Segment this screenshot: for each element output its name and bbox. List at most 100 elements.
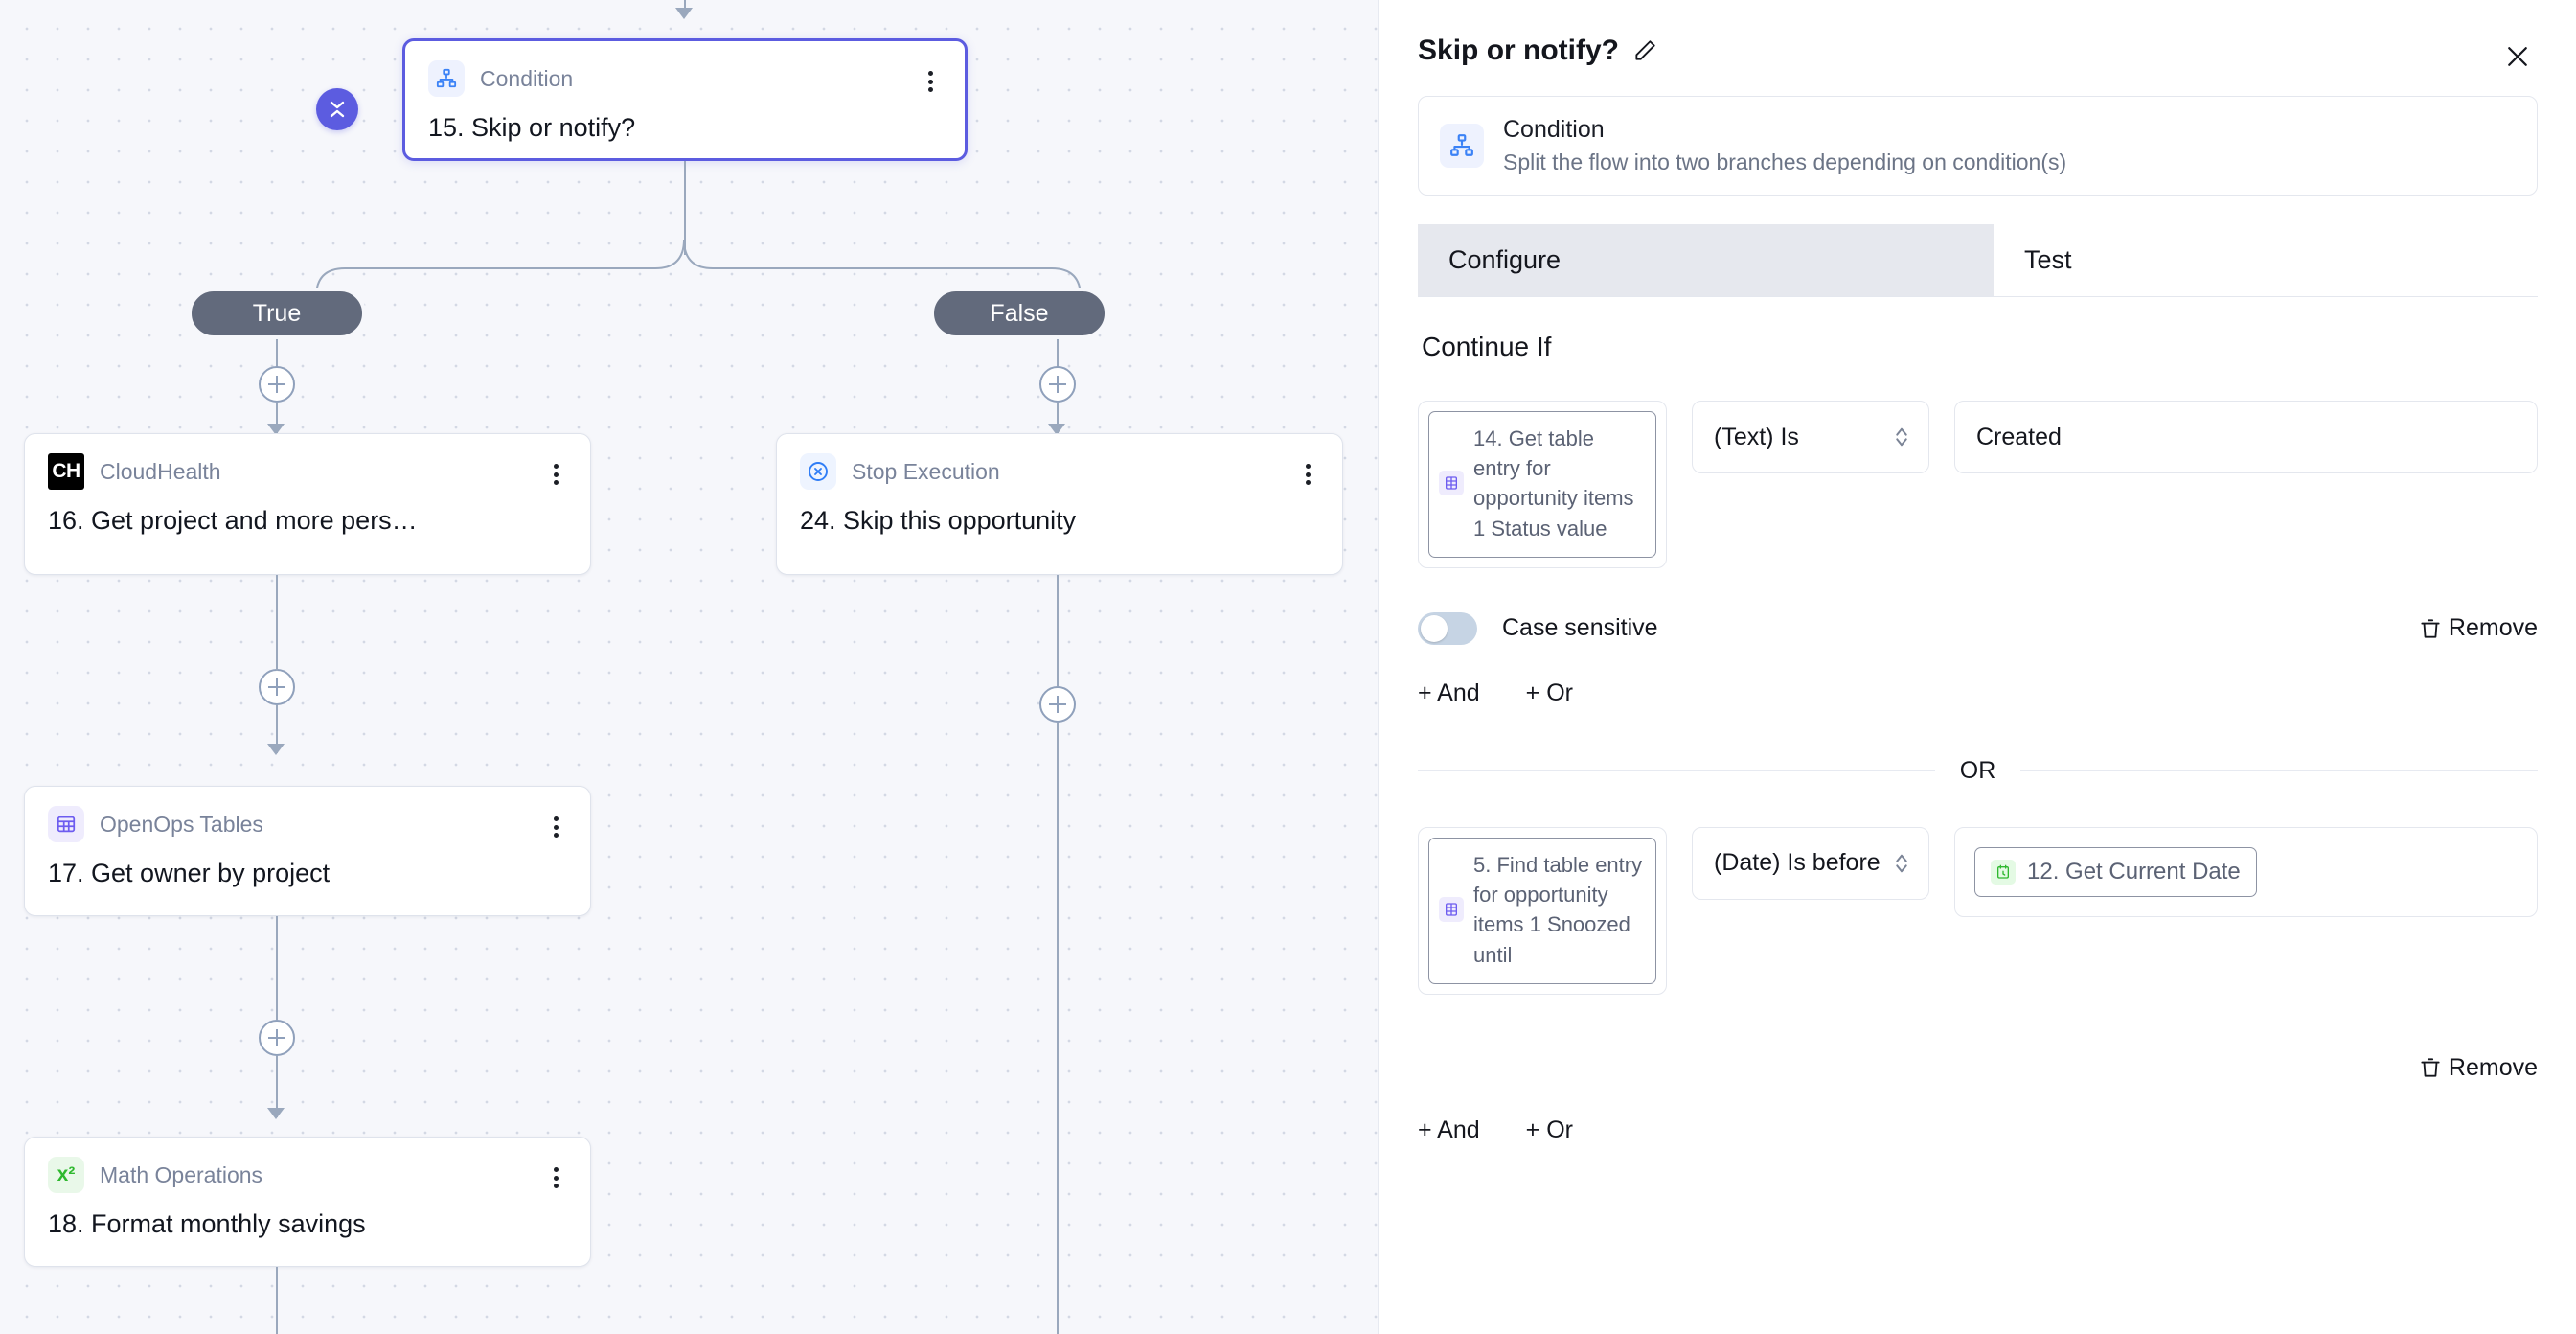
math-icon: x²	[48, 1157, 84, 1193]
page-title: Skip or notify?	[1418, 34, 1619, 66]
step-settings-panel: Skip or notify? Condi	[1379, 0, 2576, 1334]
condition-source-field[interactable]: 5. Find table entry for opportunity item…	[1418, 826, 1667, 995]
piece-name: Condition	[1503, 116, 1605, 143]
chevron-updown-icon	[1896, 854, 1907, 873]
add-step-button-false-1[interactable]	[1039, 366, 1076, 402]
panel-header: Skip or notify?	[1418, 0, 2538, 67]
condition-group-2: 5. Find table entry for opportunity item…	[1418, 826, 2538, 1144]
node-menu-button[interactable]	[544, 814, 567, 840]
condition-operator-label: (Text) Is	[1714, 423, 1799, 450]
pencil-icon[interactable]	[1632, 38, 1657, 63]
canvas-panel-divider	[1378, 0, 1379, 1334]
add-step-button-true-1[interactable]	[259, 366, 295, 402]
add-and-button-1[interactable]: + And	[1418, 678, 1480, 706]
divider-line-right	[2020, 770, 2538, 772]
node-header: Condition	[428, 60, 942, 97]
condition-source-field[interactable]: 14. Get table entry for opportunity item…	[1418, 401, 1667, 568]
edge-condition-out	[684, 161, 686, 255]
tab-test[interactable]: Test	[1994, 224, 2569, 296]
node-header: Stop Execution	[800, 453, 1319, 490]
condition-group-1: 14. Get table entry for opportunity item…	[1418, 401, 2538, 707]
node-title: 18. Format monthly savings	[48, 1209, 366, 1238]
branch-true-text: True	[252, 299, 302, 327]
node-openops-tables-17[interactable]: OpenOps Tables 17. Get owner by project	[24, 786, 591, 916]
trash-icon	[2421, 619, 2440, 638]
node-piece-name: Stop Execution	[852, 458, 1000, 484]
add-step-button-true-3[interactable]	[259, 1020, 295, 1056]
remove-row-2: Remove	[1418, 1054, 2538, 1082]
arrow-true-2	[267, 744, 285, 755]
edge-false-2	[1057, 402, 1059, 433]
close-icon[interactable]	[2501, 40, 2534, 73]
condition-value-input[interactable]: Created	[1954, 401, 2538, 473]
condition-source-text: 14. Get table entry for opportunity item…	[1473, 426, 1634, 540]
edge-true-6	[276, 916, 278, 1020]
node-menu-button[interactable]	[1296, 461, 1319, 488]
edge-true-4	[276, 621, 278, 671]
edge-true-1	[276, 339, 278, 368]
add-and-button-2[interactable]: + And	[1418, 1116, 1480, 1143]
edge-true-3	[276, 575, 278, 623]
edge-false-3	[1057, 575, 1059, 686]
piece-description: Split the flow into two branches dependi…	[1503, 150, 2067, 174]
branch-false-text: False	[990, 299, 1049, 327]
collapse-branch-button[interactable]	[316, 88, 358, 130]
node-piece-name: OpenOps Tables	[100, 811, 263, 837]
or-divider: OR	[1418, 757, 2538, 785]
node-menu-button[interactable]	[919, 68, 942, 95]
node-menu-button[interactable]	[544, 461, 567, 488]
edge-true-7	[276, 1056, 278, 1117]
edge-true-5	[276, 705, 278, 753]
add-or-button-2[interactable]: + Or	[1525, 1116, 1573, 1143]
branch-label-true: True	[188, 288, 366, 339]
condition-row: 14. Get table entry for opportunity item…	[1418, 401, 2538, 568]
or-divider-label: OR	[1959, 756, 1996, 784]
case-sensitive-row: Case sensitive Remove	[1418, 611, 2538, 645]
condition-operator-label: (Date) Is before	[1714, 849, 1881, 877]
node-cloudhealth-16[interactable]: CH CloudHealth 16. Get project and more …	[24, 433, 591, 575]
edge-false-1	[1057, 339, 1059, 368]
node-title: 17. Get owner by project	[48, 859, 331, 887]
add-condition-row-2: + And + Or	[1418, 1116, 2538, 1144]
circle-x-icon	[800, 453, 836, 490]
arrow-true-1	[267, 424, 285, 435]
table-icon	[1439, 471, 1464, 496]
chevron-collapse-icon	[330, 101, 345, 118]
case-sensitive-toggle[interactable]	[1418, 611, 1477, 645]
tab-configure[interactable]: Configure	[1418, 224, 1994, 296]
piece-info-card: Condition Split the flow into two branch…	[1418, 96, 2538, 196]
condition-operator-select[interactable]: (Text) Is	[1692, 401, 1929, 473]
remove-condition-button-2[interactable]: Remove	[2418, 1054, 2538, 1082]
node-stop-execution-24[interactable]: Stop Execution 24. Skip this opportunity	[776, 433, 1343, 575]
condition-value-chip[interactable]: 12. Get Current Date	[1974, 846, 2257, 897]
edge-branch-split	[315, 240, 1082, 298]
panel-tabs: Configure Test	[1418, 224, 2569, 297]
node-condition-15[interactable]: Condition 15. Skip or notify?	[402, 38, 968, 161]
condition-source-inner: 5. Find table entry for opportunity item…	[1428, 837, 1656, 984]
add-or-button-1[interactable]: + Or	[1525, 678, 1573, 706]
remove-label: Remove	[2448, 1053, 2538, 1081]
condition-value-text: 12. Get Current Date	[2027, 858, 2241, 885]
edge-true-8	[276, 1267, 278, 1334]
condition-operator-select[interactable]: (Date) Is before	[1692, 826, 1929, 900]
node-math-operations-18[interactable]: x² Math Operations 18. Format monthly sa…	[24, 1137, 591, 1267]
condition-source-text: 5. Find table entry for opportunity item…	[1473, 852, 1643, 967]
condition-value-input[interactable]: 12. Get Current Date	[1954, 826, 2538, 917]
sitemap-icon	[1440, 124, 1484, 168]
node-menu-button[interactable]	[544, 1164, 567, 1191]
table-icon	[48, 806, 84, 842]
node-title: 15. Skip or notify?	[428, 113, 636, 142]
add-step-button-false-2[interactable]	[1039, 686, 1076, 723]
node-header: x² Math Operations	[48, 1157, 567, 1193]
node-piece-name: CloudHealth	[100, 458, 221, 484]
branch-label-false: False	[930, 288, 1108, 339]
arrow-true-3	[267, 1108, 285, 1119]
edge-incoming	[684, 0, 686, 12]
flow-canvas[interactable]: Condition 15. Skip or notify? True False…	[0, 0, 1379, 1334]
add-step-button-true-2[interactable]	[259, 669, 295, 705]
divider-line-left	[1418, 770, 1935, 772]
case-sensitive-label: Case sensitive	[1502, 614, 1658, 642]
remove-condition-button-1[interactable]: Remove	[2418, 614, 2538, 642]
condition-value-text: Created	[1976, 423, 2062, 450]
